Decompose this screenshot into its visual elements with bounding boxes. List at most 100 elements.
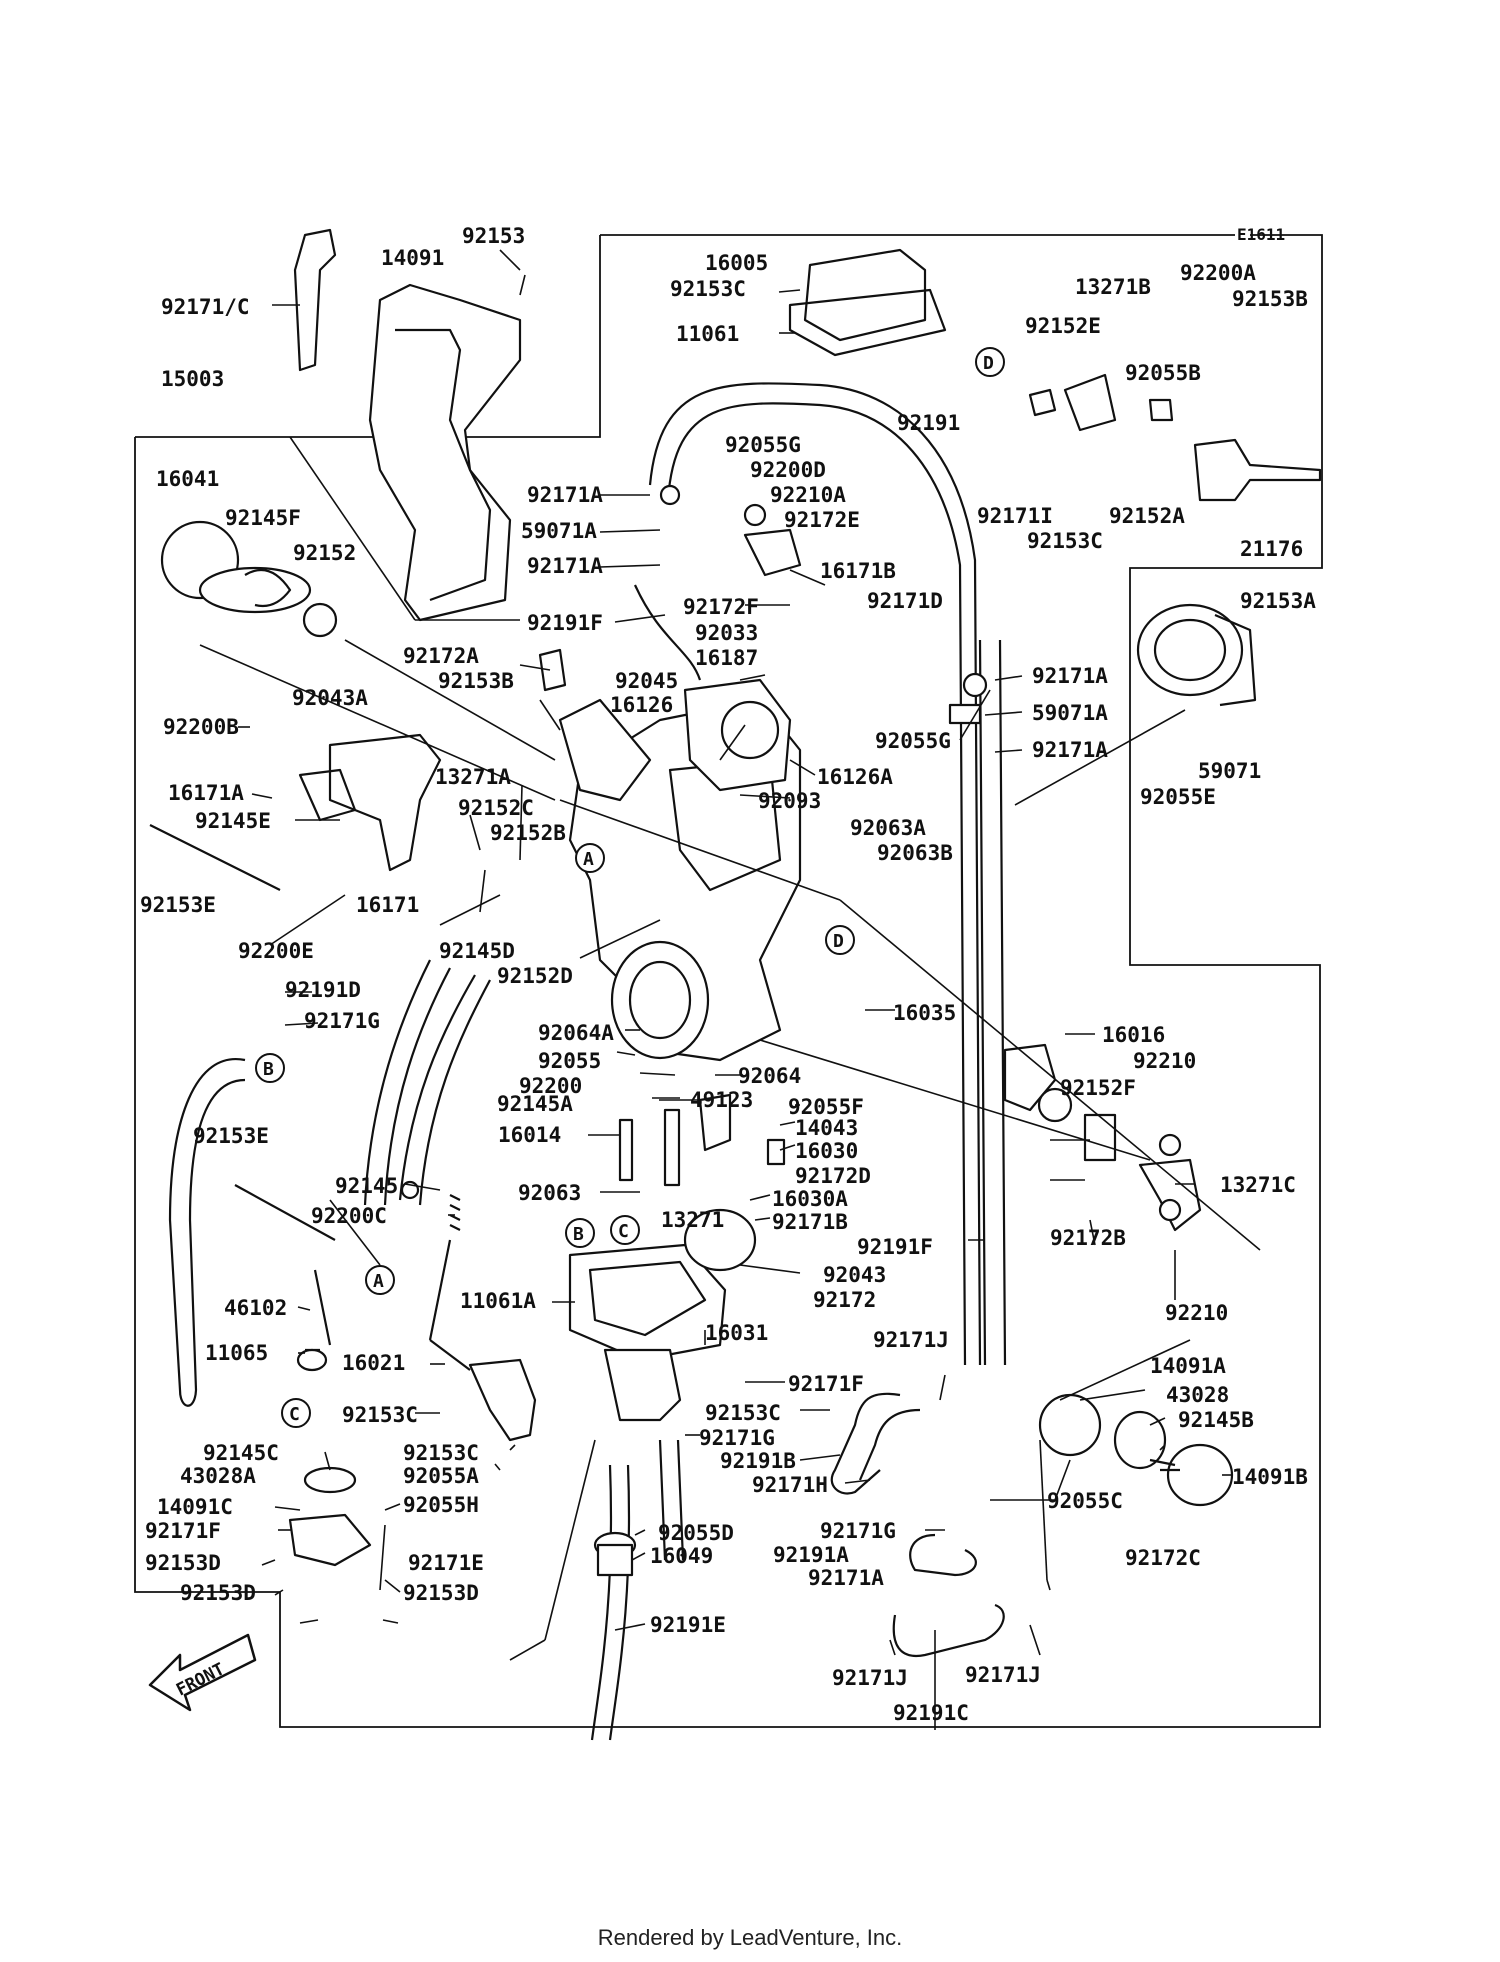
part-label: 16126: [610, 693, 673, 717]
svg-text:D: D: [983, 353, 994, 374]
part-label: 92153D: [180, 1581, 256, 1605]
part-label: 46102: [224, 1296, 287, 1320]
part-label: 92153C: [403, 1441, 479, 1465]
part-label: 92153B: [438, 669, 514, 693]
part-label: 16005: [705, 251, 768, 275]
part-label: 92171I: [977, 504, 1053, 528]
part-label: 92171B: [772, 1210, 848, 1234]
svg-text:D: D: [833, 931, 844, 952]
part-label: 92152C: [458, 796, 534, 820]
part-label: 11061A: [460, 1289, 536, 1313]
assembly-frame: [134, 234, 1323, 1728]
part-label: 16187: [695, 646, 758, 670]
part-label: 59071A: [1032, 701, 1108, 725]
part-label: 92172F: [683, 595, 759, 619]
part-label: 92171F: [788, 1372, 864, 1396]
part-labels: 92153 14091 92171/C 15003 16005 92153C 1…: [140, 224, 1316, 1725]
part-label: 92043: [823, 1263, 886, 1287]
diagram-code: E1611: [1237, 225, 1285, 244]
part-label: 92191F: [527, 611, 603, 635]
part-label: 49123: [690, 1088, 753, 1112]
part-label: 92055D: [658, 1521, 734, 1545]
part-label: 92153C: [670, 277, 746, 301]
part-label: 92172A: [403, 644, 479, 668]
part-label: 92171A: [808, 1566, 884, 1590]
part-label: 92064: [738, 1064, 801, 1088]
part-label: 14043: [795, 1116, 858, 1140]
callout-c-left: C: [281, 1398, 311, 1428]
part-label: 92171A: [527, 483, 603, 507]
part-label: 92045: [615, 669, 678, 693]
svg-text:C: C: [289, 1404, 300, 1425]
part-label: 43028: [1166, 1383, 1229, 1407]
part-label: 92171A: [527, 554, 603, 578]
part-label: 13271A: [435, 765, 511, 789]
part-label: 92200E: [238, 939, 314, 963]
part-label: 92153E: [140, 893, 216, 917]
part-label: 16171: [356, 893, 419, 917]
part-label: 13271B: [1075, 275, 1151, 299]
part-label: 92191A: [773, 1543, 849, 1567]
part-label: 92153B: [1232, 287, 1308, 311]
front-arrow-icon: FRONT: [148, 1633, 257, 1712]
part-label: 16041: [156, 467, 219, 491]
part-label: 92145: [335, 1174, 398, 1198]
part-label: 92200A: [1180, 261, 1256, 285]
leader-lines: [199, 249, 1261, 1730]
part-label: 92171H: [752, 1473, 828, 1497]
part-label: 16014: [498, 1123, 561, 1147]
part-label: 92171G: [699, 1426, 775, 1450]
svg-text:B: B: [573, 1224, 584, 1245]
part-label: 16030: [795, 1139, 858, 1163]
part-label: 16031: [705, 1321, 768, 1345]
part-label: 92153C: [1027, 529, 1103, 553]
part-label: 92172D: [795, 1164, 871, 1188]
part-label: 92200: [519, 1074, 582, 1098]
carburetor-parts: [149, 228, 1322, 1577]
part-label: 59071: [1198, 759, 1261, 783]
part-label: 92172C: [1125, 1546, 1201, 1570]
part-label: 92055E: [1140, 785, 1216, 809]
part-label: 92055G: [725, 433, 801, 457]
part-label: 92200C: [311, 1204, 387, 1228]
part-label: 92171E: [408, 1551, 484, 1575]
part-label: 92172B: [1050, 1226, 1126, 1250]
part-label: 92063: [518, 1181, 581, 1205]
part-label: 92152: [293, 541, 356, 565]
part-label: 92153D: [403, 1581, 479, 1605]
part-label: 92171G: [304, 1009, 380, 1033]
part-label: 16021: [342, 1351, 405, 1375]
part-label: 13271: [661, 1208, 724, 1232]
part-label: 92043A: [292, 686, 368, 710]
callout-a-left: A: [365, 1265, 395, 1295]
hoses: [168, 382, 1007, 1741]
part-label: 92172: [813, 1288, 876, 1312]
callout-a-body: A: [575, 843, 605, 873]
part-label: 92171J: [873, 1328, 949, 1352]
svg-text:A: A: [583, 849, 594, 870]
part-label: 92210: [1165, 1301, 1228, 1325]
part-label: 92145D: [439, 939, 515, 963]
part-label: 92191D: [285, 978, 361, 1002]
part-label: 92055B: [1125, 361, 1201, 385]
part-label: 92055G: [875, 729, 951, 753]
part-label: 16049: [650, 1544, 713, 1568]
part-label: 92171J: [965, 1663, 1041, 1687]
part-label: 92191C: [893, 1701, 969, 1725]
part-label: 92172E: [784, 508, 860, 532]
part-label: 15003: [161, 367, 224, 391]
part-label: 92200D: [750, 458, 826, 482]
part-label: 11065: [205, 1341, 268, 1365]
part-label: 92171J: [832, 1666, 908, 1690]
part-label: 92145F: [225, 506, 301, 530]
part-label: 92210: [1133, 1049, 1196, 1073]
part-label: 21176: [1240, 537, 1303, 561]
part-label: 92145B: [1178, 1408, 1254, 1432]
part-label: 92153C: [342, 1403, 418, 1427]
part-label: 92145A: [497, 1092, 573, 1116]
part-label: 92152A: [1109, 504, 1185, 528]
part-label: 11061: [676, 322, 739, 346]
part-label: 92153C: [705, 1401, 781, 1425]
